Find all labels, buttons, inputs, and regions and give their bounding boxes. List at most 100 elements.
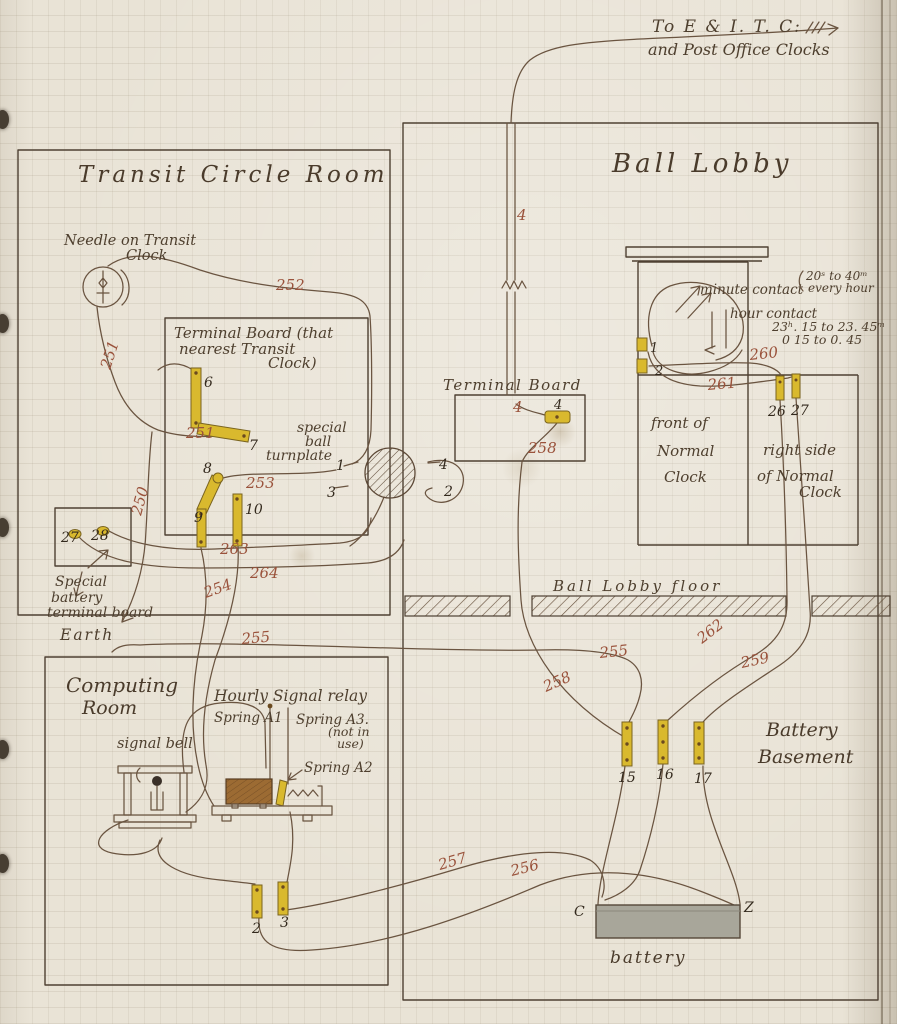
terminal-label-9: 9 bbox=[194, 510, 203, 526]
wire-label-4b: 4 bbox=[512, 398, 523, 416]
page-edge-crease-2 bbox=[889, 0, 891, 1024]
terminal-28-special bbox=[96, 526, 110, 536]
arrow-head bbox=[827, 23, 839, 36]
special-board-label-2: battery bbox=[51, 590, 104, 606]
ball-lobby-title: Ball Lobby bbox=[611, 149, 792, 179]
terminal-7 bbox=[196, 422, 251, 443]
terminal-label-10: 10 bbox=[245, 502, 263, 518]
wire-label-261: 261 bbox=[706, 374, 737, 395]
terminal-label-6: 6 bbox=[204, 375, 213, 391]
turnplate-loop bbox=[424, 459, 464, 503]
wire-4-coil bbox=[501, 280, 527, 290]
wire-label-253: 253 bbox=[245, 474, 275, 492]
earth-arrow-head bbox=[121, 610, 134, 623]
battery bbox=[595, 904, 741, 939]
computing-room-title-1: Computing bbox=[66, 673, 178, 697]
hour-contact-time-1: 23ʰ. 15 to 23. 45ᵐ bbox=[771, 319, 885, 334]
wire-4-vertical bbox=[506, 122, 516, 396]
contact-blob-upper bbox=[648, 281, 744, 361]
wire-label-255a: 255 bbox=[240, 628, 271, 649]
clock-terminal-2 bbox=[636, 358, 648, 374]
minute-contact-time: 20ˢ to 40ᵐ bbox=[805, 269, 868, 283]
turnplate-contact-2: 2 bbox=[443, 484, 453, 500]
signal-bell bbox=[113, 765, 197, 829]
wire-label-262: 262 bbox=[693, 615, 727, 647]
wire-259 bbox=[702, 397, 811, 723]
front-of-normal-clock-1: front of bbox=[650, 414, 710, 432]
room-outlines bbox=[17, 122, 879, 1001]
terminals bbox=[68, 337, 801, 919]
terminal-3-computing bbox=[277, 881, 289, 916]
right-side-normal-clock-2: of Normal bbox=[757, 467, 834, 485]
terminal-label-8: 8 bbox=[203, 461, 212, 477]
terminal-6 bbox=[190, 367, 202, 429]
turnplate-contact-4: 4 bbox=[438, 457, 448, 473]
minute-contact-arrows bbox=[675, 285, 712, 319]
wires bbox=[73, 21, 839, 952]
wire-4-into-board bbox=[515, 403, 546, 416]
bell-to-terminal2-wire bbox=[157, 839, 256, 885]
terminal-rivets bbox=[194, 371, 798, 914]
wire-6-stub bbox=[157, 363, 194, 371]
bell-top bbox=[117, 765, 193, 774]
wire-to-external-clocks bbox=[510, 27, 839, 124]
wire-255 bbox=[111, 643, 643, 723]
punch-hole bbox=[0, 518, 9, 537]
terminal-label-26: 26 bbox=[767, 404, 786, 420]
hour-contact-strokes bbox=[704, 309, 727, 355]
wire-turnplate-down bbox=[349, 496, 385, 547]
special-board-label-3: terminal board bbox=[47, 605, 153, 621]
wire-label-259: 259 bbox=[738, 648, 771, 672]
ball-lobby-floor-label: Ball Lobby floor bbox=[552, 577, 722, 595]
ball-lobby-box bbox=[402, 122, 879, 1001]
turnplate-label-3: turnplate bbox=[266, 448, 332, 464]
wire-label-252: 252 bbox=[275, 276, 305, 294]
bell-post-left bbox=[123, 772, 132, 816]
mid-terminal-board-box bbox=[454, 394, 586, 462]
relay-title: Hourly Signal relay bbox=[213, 687, 367, 705]
spring-a2-arrow bbox=[287, 769, 303, 781]
brace bbox=[798, 270, 804, 292]
funnel-middle bbox=[604, 763, 664, 901]
special-board-label-1: Special bbox=[55, 574, 107, 590]
heading-line1: To E & I. T. C: bbox=[652, 17, 802, 37]
wire-label-258b: 258 bbox=[539, 668, 573, 696]
needle-label-2: Clock bbox=[126, 248, 167, 264]
wire-253 bbox=[219, 469, 337, 480]
hour-contact-label: hour contact bbox=[730, 306, 818, 322]
wire-262 bbox=[667, 399, 788, 721]
terminal-label-3-computing: 3 bbox=[280, 915, 289, 931]
transit-circle-room-box bbox=[17, 149, 391, 616]
turnplate-label-1: special bbox=[297, 420, 347, 436]
terminal-board-label-2: nearest Transit bbox=[179, 340, 296, 358]
terminal-27 bbox=[791, 373, 801, 399]
bell-gong bbox=[152, 776, 162, 786]
ball-lobby-floor bbox=[404, 595, 891, 617]
wire-label-263: 263 bbox=[219, 540, 249, 558]
wire-254 bbox=[192, 547, 215, 807]
special-board-arrows bbox=[73, 549, 109, 597]
wire-260 bbox=[648, 362, 782, 376]
funnel-left bbox=[597, 765, 626, 905]
arrow-chevrons bbox=[805, 21, 826, 34]
heading-line2: and Post Office Clocks bbox=[648, 40, 830, 59]
turnplate-contact-1: 1 bbox=[336, 458, 345, 474]
wire-264 bbox=[77, 535, 405, 569]
wire-to-bell bbox=[185, 545, 239, 813]
wire-263 bbox=[103, 517, 372, 550]
needle-glyph bbox=[96, 270, 110, 304]
signal-bell-label: signal bell bbox=[117, 736, 193, 752]
spring-a1-tip bbox=[267, 703, 273, 709]
right-side-normal-clock-3: Clock bbox=[799, 483, 842, 501]
spring-a1-label: Spring A1 bbox=[214, 710, 283, 726]
needle-dial bbox=[82, 266, 124, 308]
wire-label-256: 256 bbox=[508, 855, 542, 880]
terminal-label-27-special: 27 bbox=[60, 530, 79, 546]
minute-contact-label: minute contact bbox=[700, 282, 804, 298]
battery-cell bbox=[595, 904, 741, 939]
punch-hole bbox=[0, 314, 9, 333]
clock-terminal-label-1: 1 bbox=[650, 341, 658, 356]
transit-room-title: Transit Circle Room bbox=[78, 162, 389, 188]
